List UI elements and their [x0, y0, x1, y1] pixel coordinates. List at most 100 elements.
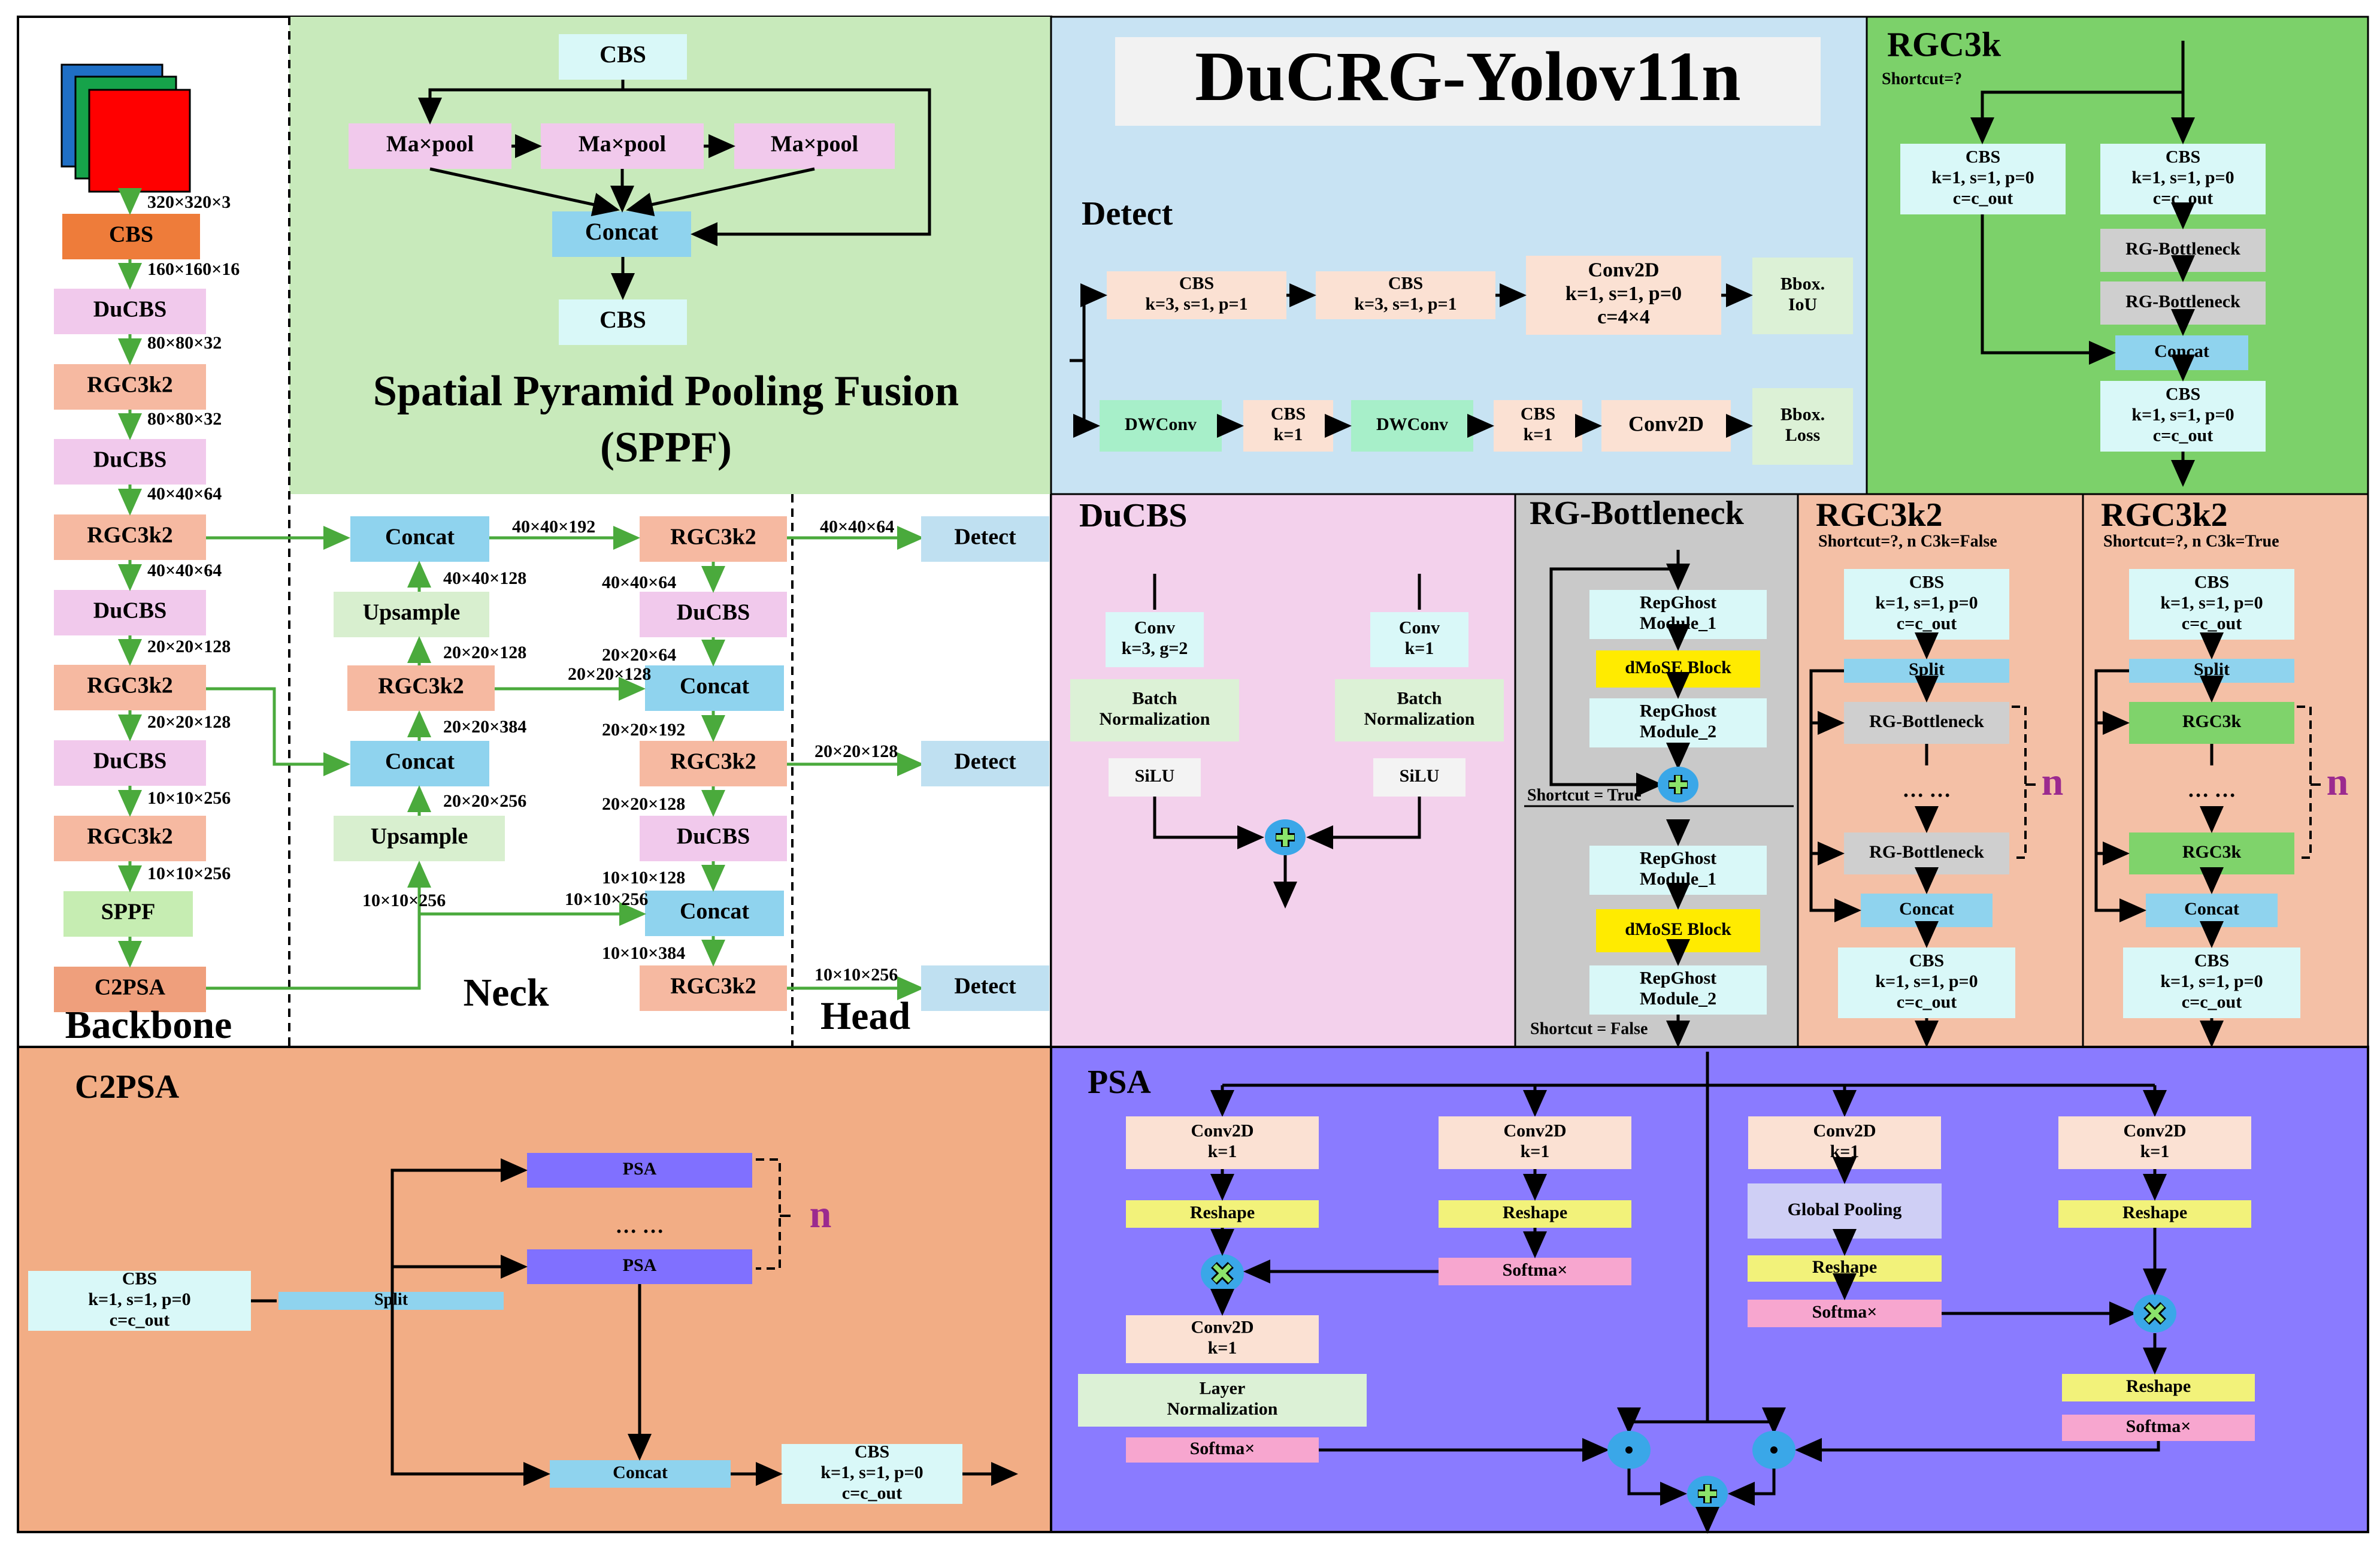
title-bg	[1115, 37, 1821, 126]
backbone-node-rect	[62, 214, 200, 259]
head-detect-node-rect	[921, 741, 1049, 786]
psa-dot-node-1-dot	[1625, 1446, 1633, 1454]
rgc3k2_a-cbs-bottom-label: CBS	[1909, 950, 1944, 970]
neck-dim-label: 20×20×64	[602, 645, 676, 665]
c2psa-cbs-in-rect	[28, 1271, 251, 1331]
backbone-dim-label: 20×20×128	[147, 637, 231, 656]
rgc3k-concat: Concat	[2115, 335, 2248, 370]
neck-right-node-label: DuCBS	[677, 824, 750, 849]
sppf-edge	[429, 167, 620, 217]
c2psa-cbs-out-label: c=c_out	[842, 1483, 902, 1503]
psa-softmax-label: Softma×	[1812, 1302, 1878, 1322]
ducbs-right-node: SiLU	[1373, 758, 1465, 797]
diagram-title: DuCRG-Yolov11n	[1195, 37, 1740, 116]
c2psa-concat: Concat	[550, 1460, 731, 1488]
detect-row2-node: Bbox.Loss	[1752, 388, 1853, 465]
sppf-cbs-top: CBS	[559, 34, 687, 80]
rgc3k2_b-cbs-top-label: c=c_out	[2182, 613, 2242, 633]
rgbottleneck-panel	[1514, 493, 1799, 1048]
backbone-node-label: RGC3k2	[87, 523, 173, 548]
ducbs-add-node	[1265, 819, 1306, 855]
neck-dim-label: 20×20×128	[602, 794, 685, 814]
rgc3k2_a-block-rect	[1844, 702, 2009, 744]
head-label: Head	[820, 994, 910, 1038]
sppf-concat-rect	[552, 211, 691, 257]
sppf-concat-label: Concat	[585, 218, 659, 245]
psa-softmax-rect	[1748, 1300, 1942, 1327]
psa-conv-node-label: k=1	[1208, 1142, 1237, 1161]
rgc3k-edge	[1970, 90, 2183, 144]
psa-reshape: Reshape	[1748, 1255, 1942, 1282]
rgc3k2_a-cbs-top-rect	[1844, 569, 2009, 640]
neck-left-node-label: Concat	[385, 749, 455, 774]
sppf-subtitle: (SPPF)	[600, 423, 732, 471]
rgc3k-cbs-left-label: CBS	[1966, 147, 2000, 166]
psa-mul-node-2-cross	[2145, 1304, 2164, 1323]
rgc3k2_a-cbs-top-label: k=1, s=1, p=0	[1875, 593, 1978, 613]
rgc3k2_a-edge	[1809, 669, 1861, 922]
psa-conv-node-label: Conv2D	[1503, 1121, 1566, 1141]
c2psa-edge	[390, 1158, 528, 1301]
ducbs-left-node-rect	[1109, 758, 1201, 797]
rgc3k-cbs-right-label: k=1, s=1, p=0	[2131, 168, 2234, 187]
backbone-node-label: RGC3k2	[87, 824, 173, 849]
ducbs-left-node: SiLU	[1109, 758, 1201, 797]
neck-right-node: RGC3k2	[640, 741, 787, 786]
neck-left-node: RGC3k2	[347, 665, 495, 711]
neck-left-node-rect	[350, 741, 489, 786]
ducbs-right-node-label: Conv	[1399, 618, 1440, 638]
psa-edge	[1627, 1469, 1687, 1506]
neck-right-node-rect	[640, 516, 787, 562]
neck-dim-label: 40×40×64	[602, 573, 676, 592]
neck-left-node-rect	[350, 516, 489, 562]
detect-row1-node-label: k=1, s=1, p=0	[1566, 283, 1682, 305]
backbone-node-rect	[63, 891, 193, 937]
backbone-node-label: RGC3k2	[87, 673, 173, 698]
psa-reshape-label: Reshape	[2122, 1203, 2187, 1222]
detect-row1-node: Bbox.IoU	[1752, 258, 1853, 334]
rgbottleneck-top-node-label: RepGhost	[1640, 593, 1716, 613]
backbone-node-label: CBS	[109, 222, 153, 247]
ducbs-right-node-label: Batch	[1397, 689, 1442, 709]
rgc3k2_a-block: RG-Bottleneck	[1844, 702, 2009, 744]
rgc3k-cbs-bottom-label: k=1, s=1, p=0	[2131, 405, 2234, 425]
rgc3k2_b-split: Split	[2129, 659, 2294, 683]
backbone-node-rect	[54, 816, 206, 861]
rgc3k-bottleneck: RG-Bottleneck	[2100, 281, 2266, 325]
neck-dim-label: 20×20×192	[602, 720, 685, 740]
rgc3k2_a-repeat-bracket	[2012, 706, 2027, 859]
detect-row1-node-label: CBS	[1179, 274, 1214, 293]
rgbottleneck-top-node-rect	[1589, 698, 1767, 747]
backbone-node: RGC3k2	[54, 514, 206, 560]
psa-softmax-label: Softma×	[1190, 1439, 1255, 1458]
ducbs-right-node-rect	[1370, 612, 1468, 667]
psa-softmax-label: Softma×	[2126, 1416, 2191, 1436]
rgbottleneck-edge	[1549, 567, 1678, 797]
neck-right-node: RGC3k2	[640, 516, 787, 562]
sppf-cbs-top-rect	[559, 34, 687, 80]
sppf-maxpool-label: Ma×pool	[386, 132, 474, 157]
sppf-title: Spatial Pyramid Pooling Fusion	[373, 367, 959, 415]
ducbs-left-node-label: Normalization	[1100, 709, 1210, 729]
neck-label: Neck	[464, 971, 549, 1015]
psa-reshape-rect	[2062, 1374, 2255, 1401]
ducbs-right-node-rect	[1373, 758, 1465, 797]
psa-softmax: Softma×	[1439, 1258, 1631, 1285]
backbone-dim-label: 80×80×32	[147, 409, 222, 429]
backbone-dim-label: 80×80×32	[147, 333, 222, 353]
head-dim-label: 40×40×64	[820, 517, 894, 537]
backbone-node-label: DuCBS	[93, 447, 167, 473]
head-detect-node-label: Detect	[954, 974, 1016, 999]
backbone-node: CBS	[62, 214, 200, 259]
head-detect-node: Detect	[921, 516, 1049, 562]
neck-right-node-label: RGC3k2	[670, 525, 756, 550]
rgc3k2_b-cbs-top-label: k=1, s=1, p=0	[2160, 593, 2263, 613]
